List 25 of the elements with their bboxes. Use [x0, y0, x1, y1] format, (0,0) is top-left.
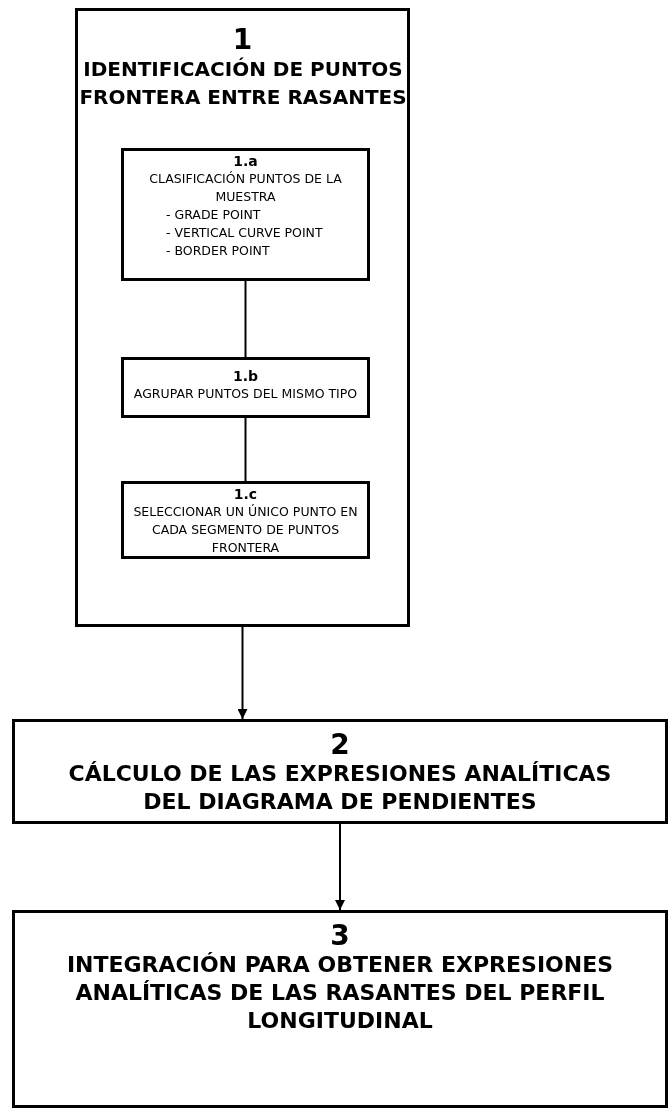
step-title: CLASIFICACIÓN PUNTOS DE LA MUESTRA [148, 170, 343, 206]
step-title: AGRUPAR PUNTOS DEL MISMO TIPO [133, 385, 358, 403]
step-number: 1.b [232, 368, 259, 385]
step-box [121, 357, 370, 418]
list-item: - VERTICAL CURVE POINT [166, 224, 323, 242]
step-number: 1.a [233, 153, 258, 170]
process-box [12, 719, 668, 824]
arrow [237, 626, 248, 720]
step-number: 1 [232, 25, 253, 55]
step-number: 3 [330, 921, 350, 951]
step-title: SELECCIONAR UN ÚNICO PUNTO EN CADA SEGMENTO DE PUNTOS FRONTERA [132, 503, 359, 557]
connector-line [244, 417, 247, 482]
list-item: - BORDER POINT [166, 242, 270, 260]
list-item: - GRADE POINT [166, 206, 261, 224]
step-box [121, 481, 370, 559]
connector-line [244, 280, 247, 358]
arrow [335, 823, 345, 911]
step-title: INTEGRACIÓN PARA OBTENER EXPRESIONES ANALÍTICAS DE LAS RASANTES DEL PERFIL LONGITUDINAL [65, 951, 615, 1035]
process-box [75, 8, 410, 627]
step-title: CÁLCULO DE LAS EXPRESIONES ANALÍTICAS DEL DIAGRAMA DE PENDIENTES [67, 760, 613, 816]
step-box [121, 148, 370, 281]
process-box [12, 910, 668, 1108]
step-number: 2 [330, 730, 350, 760]
step-number: 1.c [233, 486, 258, 503]
step-title: IDENTIFICACIÓN DE PUNTOS FRONTERA ENTRE RASANTES [78, 56, 408, 111]
